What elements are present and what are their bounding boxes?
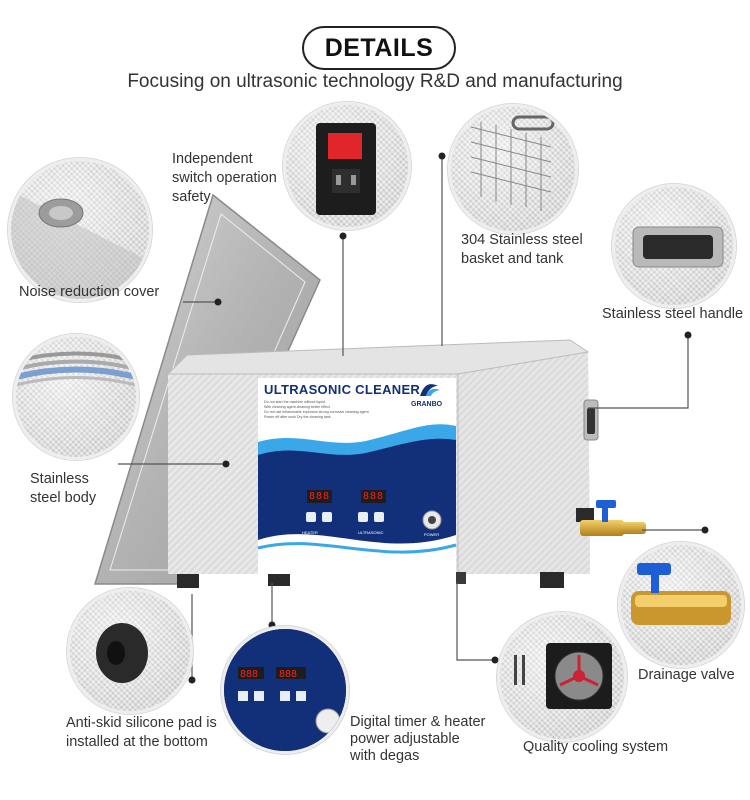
control-panel bbox=[257, 378, 457, 574]
heater-temp-button[interactable] bbox=[322, 512, 332, 522]
detail-pad-circle bbox=[67, 588, 193, 714]
detail-valve-circle bbox=[618, 542, 744, 668]
detail-cooling-circle bbox=[497, 612, 627, 742]
heater-display: 888 bbox=[307, 490, 333, 503]
callout-lines bbox=[118, 156, 705, 680]
fan-icon bbox=[514, 643, 612, 709]
power-label: POWER bbox=[424, 532, 440, 537]
label-handle: Stainless steel handle bbox=[602, 306, 744, 322]
label-drain: Drainage valve bbox=[638, 667, 735, 683]
timer-button[interactable] bbox=[358, 512, 368, 522]
ultrasonic-label: ULTRASONIC bbox=[358, 530, 384, 535]
brand-logo: GRANBO bbox=[411, 401, 443, 408]
foot-right bbox=[540, 572, 564, 588]
label-pad: Anti-skid silicone pad is installed at t… bbox=[66, 715, 217, 750]
page-title: DETAILS bbox=[302, 26, 456, 70]
switch-icon bbox=[328, 133, 362, 159]
drain-valve bbox=[576, 500, 646, 536]
degas-button[interactable] bbox=[374, 512, 384, 522]
valve-icon bbox=[631, 563, 731, 625]
label-body: Stainless steel body bbox=[30, 471, 97, 506]
label-cooling: Quality cooling system bbox=[523, 739, 669, 755]
label-timer: Digital timer & heater power adjustable … bbox=[350, 714, 486, 764]
label-noise-cover: Noise reduction cover bbox=[19, 284, 160, 300]
svg-text:888: 888 bbox=[240, 669, 258, 680]
heater-button[interactable] bbox=[306, 512, 316, 522]
foot-center bbox=[268, 574, 290, 586]
callout-dots bbox=[188, 152, 709, 684]
page-subtitle: Focusing on ultrasonic technology R&D an… bbox=[127, 71, 623, 92]
detail-basket-circle bbox=[448, 104, 578, 234]
foot-left bbox=[177, 574, 199, 588]
timer-display: 888 bbox=[361, 490, 387, 503]
detail-cover-circle bbox=[8, 158, 152, 302]
detail-panel-circle: 888 888 bbox=[221, 626, 349, 754]
panel-title: ULTRASONIC CLEANER bbox=[264, 382, 421, 397]
wave-logo-icon bbox=[416, 378, 442, 400]
side-handle bbox=[583, 399, 599, 441]
svg-text:888: 888 bbox=[279, 669, 297, 680]
label-switch: Independent switch operation safety bbox=[172, 151, 277, 205]
label-basket: 304 Stainless steel basket and tank bbox=[461, 232, 583, 267]
heater-label: HEATER bbox=[302, 530, 318, 535]
detail-body-circle bbox=[13, 334, 139, 460]
detail-switch-circle bbox=[283, 102, 411, 230]
warning-text: Do not start the machine without liquid.… bbox=[264, 400, 369, 419]
detail-handle-circle bbox=[612, 184, 736, 308]
